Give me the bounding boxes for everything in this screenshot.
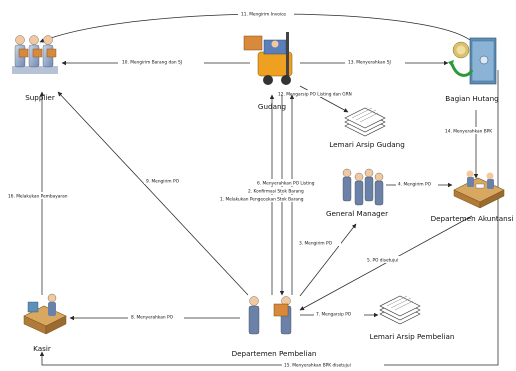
safe-icon bbox=[448, 37, 497, 85]
edge-9-mengirim-po bbox=[57, 91, 249, 296]
forklift-icon bbox=[243, 32, 293, 85]
lemari-arsip-pembelian-node: Lemari Arsip Pembelian bbox=[370, 295, 455, 341]
lemari-arsip-pembelian-label: Lemari Arsip Pembelian bbox=[370, 332, 455, 341]
edge-2-label: 2. Konfirmasi Stok Barang bbox=[248, 189, 304, 195]
bagian-hutang-label: Bagian Hutang bbox=[445, 94, 498, 103]
edge-9-label: 9. Mengirim PO bbox=[146, 179, 180, 185]
gudang-node: Gudang bbox=[243, 32, 293, 111]
edge-12-label: 12. Mengarsip PO Listing dan GRN bbox=[278, 92, 352, 98]
kasir-label: Kasir bbox=[33, 344, 51, 353]
edge-3-mengirim-po bbox=[299, 223, 357, 297]
edge-12-mengarsip-grn bbox=[299, 85, 349, 113]
cashier-icon bbox=[23, 293, 67, 335]
edge-14-label: 14. Menyerahkan BPK bbox=[445, 129, 492, 135]
edge-16-label: 16. Melakukan Pembayaran bbox=[8, 194, 68, 200]
edge-4-label: 4. Mengirim PO bbox=[398, 182, 432, 188]
edge-13-label: 13. Menyerahkan SJ bbox=[348, 60, 391, 66]
edge-3-label: 3. Mengirim PO bbox=[299, 241, 333, 247]
departemen-pembelian-node: Departemen Pembelian bbox=[232, 296, 317, 358]
paper-stack-icon bbox=[379, 295, 421, 325]
edge-6-label: 6. Menyerahkan PO Listing bbox=[257, 181, 315, 187]
lemari-arsip-gudang-label: Lemari Arsip Gudang bbox=[329, 140, 405, 149]
departemen-akuntansi-node: Departemen Akuntansi bbox=[431, 170, 514, 223]
edge-5-label: 5. PO disetujui bbox=[367, 258, 398, 264]
general-manager-label: General Manager bbox=[326, 209, 388, 218]
bagian-hutang-node: Bagian Hutang bbox=[445, 37, 499, 103]
edge-11-label: 11. Mengirim Invoice bbox=[241, 12, 286, 18]
paper-stack-icon bbox=[344, 107, 386, 137]
lemari-arsip-gudang-node: Lemari Arsip Gudang bbox=[329, 107, 405, 149]
supplier-label: Supplier bbox=[25, 93, 55, 102]
edge-1-label: 1. Melakukan Pengecekan Stok Barang bbox=[220, 197, 304, 203]
edge-15-bpk-disetujui bbox=[39, 70, 499, 366]
purchasing-people-icon bbox=[248, 296, 292, 335]
departemen-pembelian-label: Departemen Pembelian bbox=[232, 349, 317, 358]
edge-10-label: 10. Mengirim Barang dan SJ bbox=[122, 60, 182, 66]
edge-8-label: 8. Menyerahkan PO bbox=[131, 315, 174, 321]
edge-7-label: 7. Mengarsip PO bbox=[316, 312, 352, 318]
supplier-node: Supplier bbox=[12, 35, 58, 102]
edge-15-label: 15. Menyerahkan BPK disetujui bbox=[284, 363, 351, 369]
general-manager-node: General Manager bbox=[326, 168, 388, 218]
departemen-akuntansi-label: Departemen Akuntansi bbox=[431, 214, 514, 223]
kasir-node: Kasir bbox=[23, 293, 67, 353]
desk-icon bbox=[453, 170, 505, 209]
gudang-label: Gudang bbox=[258, 102, 286, 111]
supplier-icon bbox=[12, 35, 58, 74]
people-group-icon bbox=[342, 168, 384, 206]
